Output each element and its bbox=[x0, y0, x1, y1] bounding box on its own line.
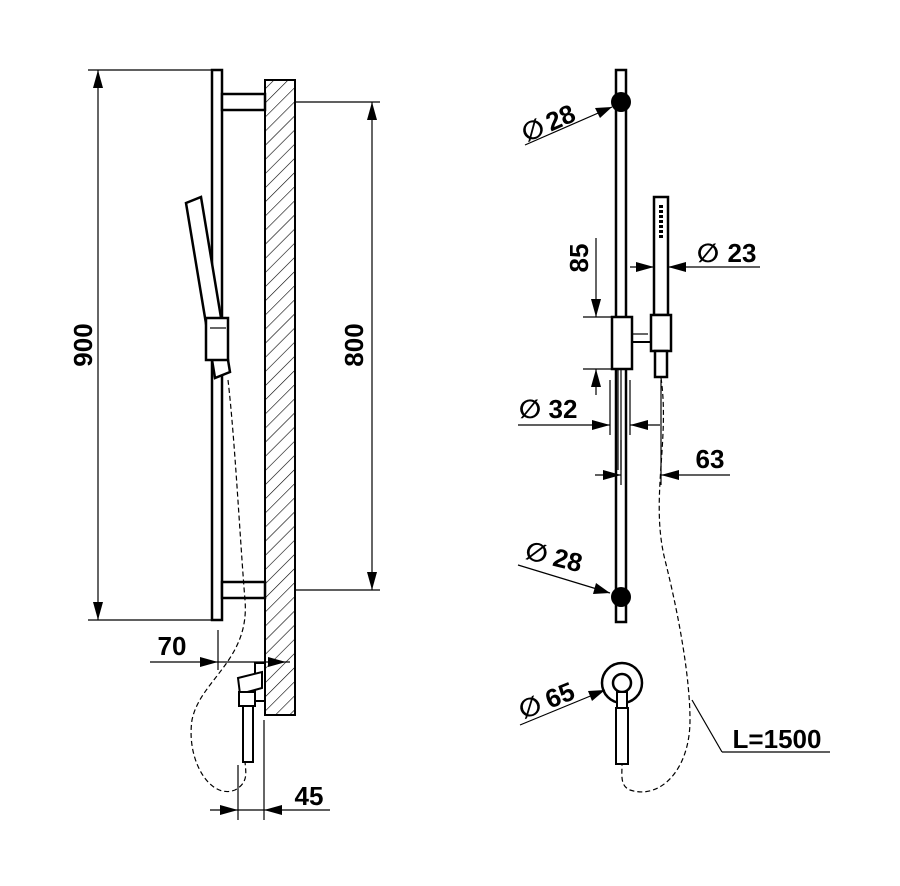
hand-shower-front bbox=[649, 195, 673, 379]
diameter-symbol: ∅ bbox=[697, 238, 719, 268]
top-bracket-front bbox=[611, 92, 631, 112]
dim-32-label: 32 bbox=[549, 394, 578, 424]
dim-63: 63 bbox=[595, 380, 730, 485]
dim-900-label: 900 bbox=[68, 323, 98, 366]
dim-28-bottom-label: 28 bbox=[550, 542, 585, 578]
diameter-symbol: ∅ bbox=[519, 394, 541, 424]
wall-outlet-front bbox=[600, 661, 644, 765]
dim-diameter-28-bottom: ∅ 28 bbox=[517, 535, 611, 594]
dim-45: 45 bbox=[210, 720, 330, 820]
dim-85-label: 85 bbox=[564, 244, 594, 273]
dim-23-label: 23 bbox=[728, 238, 757, 268]
wall-outlet-side bbox=[236, 662, 266, 763]
dim-800-label: 800 bbox=[339, 323, 369, 366]
diameter-symbol: ∅ bbox=[514, 689, 546, 725]
dim-85: 85 bbox=[564, 238, 612, 395]
top-bracket bbox=[220, 92, 267, 112]
dim-diameter-23: ∅ 23 bbox=[630, 238, 760, 272]
hose-side bbox=[190, 379, 247, 793]
dim-70-label: 70 bbox=[158, 631, 187, 661]
dim-65-label: 65 bbox=[541, 676, 579, 715]
front-view: ∅ 28 ∅ 23 85 bbox=[514, 68, 830, 793]
hose-length-label: L=1500 bbox=[733, 724, 822, 754]
hose-length-callout: L=1500 bbox=[691, 699, 830, 754]
dim-63-label: 63 bbox=[696, 444, 725, 474]
dim-45-label: 45 bbox=[295, 781, 324, 811]
diameter-symbol: ∅ bbox=[522, 535, 551, 569]
dim-70: 70 bbox=[150, 630, 290, 670]
wall-section bbox=[264, 79, 296, 716]
slider-front bbox=[610, 315, 634, 371]
dim-diameter-65: ∅ 65 bbox=[514, 676, 606, 726]
side-view: 900 800 70 45 bbox=[68, 68, 380, 820]
dim-diameter-32: ∅ 32 bbox=[518, 380, 660, 435]
hose-front bbox=[621, 377, 691, 793]
dim-28-top-label: 28 bbox=[541, 98, 580, 137]
dim-diameter-28-top: ∅ 28 bbox=[517, 98, 613, 148]
dim-900: 900 bbox=[68, 69, 212, 621]
dim-800: 800 bbox=[295, 101, 380, 591]
hand-shower-side bbox=[184, 195, 232, 380]
bottom-bracket-front bbox=[611, 587, 631, 607]
